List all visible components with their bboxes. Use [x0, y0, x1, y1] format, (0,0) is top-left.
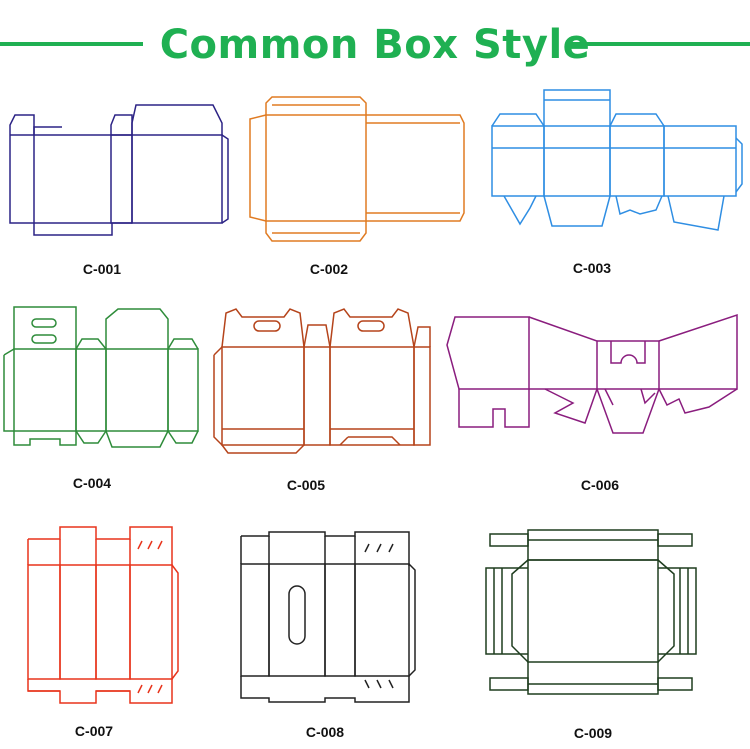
box-c009-drawing — [485, 529, 697, 695]
box-label: C-004 — [72, 475, 112, 491]
box-c001-drawing — [9, 104, 229, 236]
box-c005-die-line-icon: C-005 — [212, 305, 442, 493]
page-title: Common Box Style — [159, 22, 591, 68]
box-label: C-001 — [82, 261, 122, 277]
box-c009-die-line-icon: C-009 — [480, 528, 700, 741]
title-rule-right — [568, 42, 750, 46]
box-c006-drawing — [446, 313, 738, 434]
box-c001-die-line-icon: C-001 — [0, 95, 250, 277]
box-label: C-005 — [286, 477, 326, 493]
box-c007-die-line-icon: C-007 — [20, 525, 190, 739]
box-c004-drawing — [3, 306, 199, 448]
title-rule-left — [0, 42, 143, 46]
box-c002-drawing — [249, 96, 465, 242]
box-c008-die-line-icon: C-008 — [235, 530, 425, 740]
box-label: C-009 — [573, 725, 613, 741]
box-c004-die-line-icon: C-004 — [0, 305, 210, 491]
box-c003-drawing — [491, 89, 743, 231]
box-label: C-002 — [309, 261, 349, 277]
box-c006-die-line-icon: C-006 — [445, 305, 745, 493]
box-c002-die-line-icon: C-002 — [249, 95, 500, 277]
box-c007-drawing — [27, 526, 179, 704]
box-c005-drawing — [213, 308, 431, 454]
box-label: C-007 — [74, 723, 114, 739]
box-label: C-003 — [572, 260, 612, 276]
box-c008-drawing — [240, 531, 416, 703]
box-c003-die-line-icon: C-003 — [490, 88, 750, 276]
box-label: C-008 — [305, 724, 345, 740]
box-label: C-006 — [580, 477, 620, 493]
